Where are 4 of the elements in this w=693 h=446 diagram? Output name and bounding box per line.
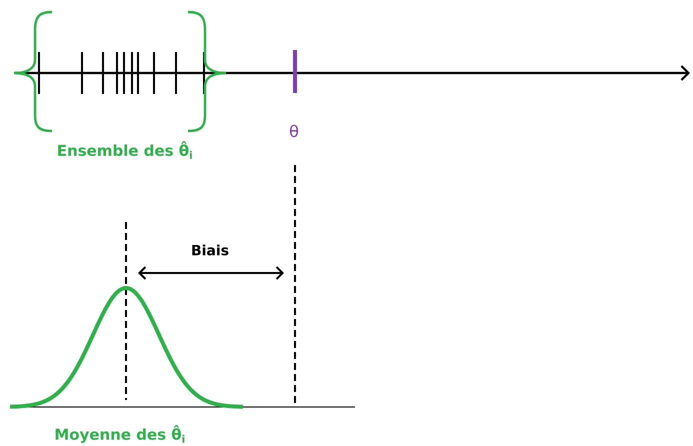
theta-label: θ <box>290 124 298 138</box>
caption: Moyenne des θ̂$_{i}$ <box>56 425 184 443</box>
caption: Ensemble des θ̂$_{i}$ <box>58 141 192 159</box>
bias-label: Biais <box>192 244 228 256</box>
